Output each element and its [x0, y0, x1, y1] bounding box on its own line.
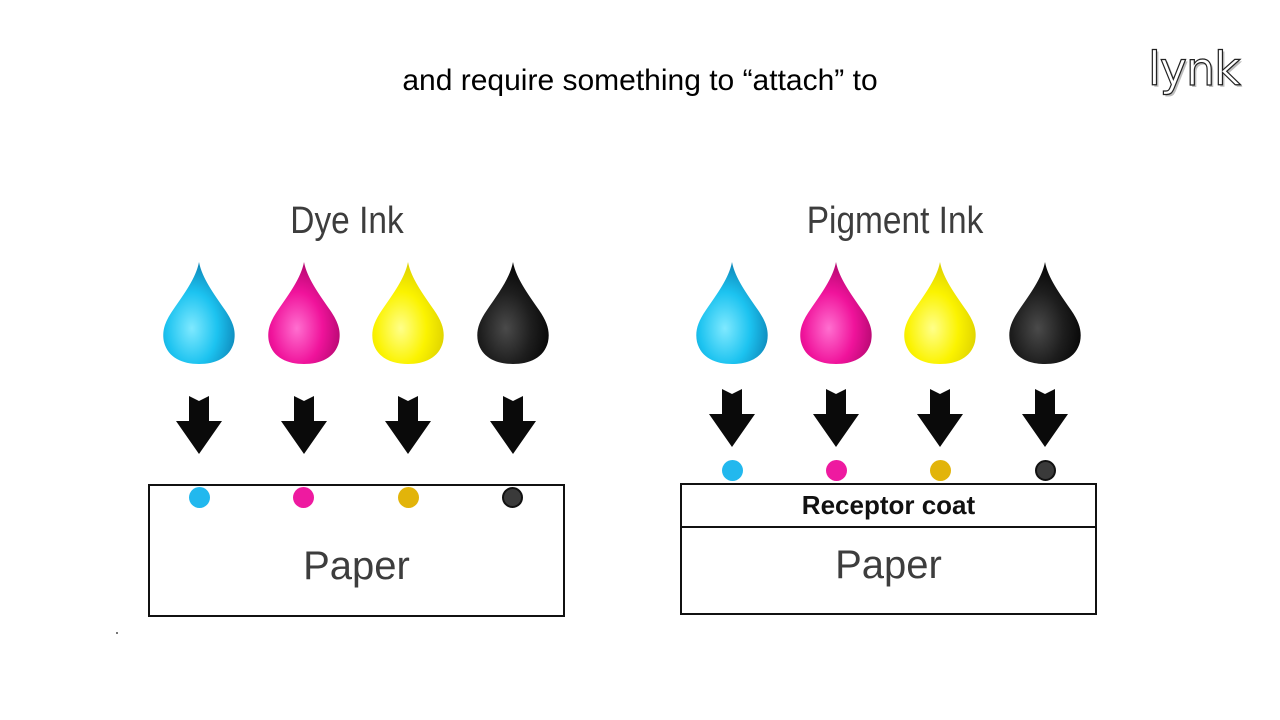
paper-label: Paper — [303, 544, 410, 588]
pigment-ink-heading: Pigment Ink — [806, 200, 984, 242]
ink-drop-icon — [371, 260, 445, 366]
ink-drop-icon — [1008, 260, 1082, 366]
ink-drop-icon — [695, 260, 769, 366]
paper-label: Paper — [835, 543, 942, 587]
ink-drop-icon — [903, 260, 977, 366]
down-arrow-icon — [281, 396, 327, 454]
black-ink-dot — [502, 487, 523, 508]
yellow-ink-dot — [398, 487, 419, 508]
paper-box: Paper — [148, 484, 565, 617]
paper-box: Receptor coat Paper — [680, 483, 1097, 615]
down-arrow-icon — [709, 389, 755, 447]
ink-drop-icon — [476, 260, 550, 366]
down-arrow-icon — [385, 396, 431, 454]
cyan-ink-dot — [722, 460, 743, 481]
ink-drop-icon — [267, 260, 341, 366]
down-arrow-icon — [176, 396, 222, 454]
down-arrow-icon — [1022, 389, 1068, 447]
dye-ink-heading: Dye Ink — [290, 200, 404, 242]
lynk-logo: lynk — [1147, 41, 1241, 96]
magenta-ink-dot — [293, 487, 314, 508]
down-arrow-icon — [917, 389, 963, 447]
artifact-speck — [116, 632, 118, 634]
yellow-ink-dot — [930, 460, 951, 481]
cyan-ink-dot — [189, 487, 210, 508]
down-arrow-icon — [813, 389, 859, 447]
receptor-coat-layer: Receptor coat — [682, 485, 1095, 528]
ink-drop-icon — [162, 260, 236, 366]
down-arrow-icon — [490, 396, 536, 454]
ink-drop-icon — [799, 260, 873, 366]
slide-title: and require something to “attach” to — [402, 64, 878, 97]
magenta-ink-dot — [826, 460, 847, 481]
black-ink-dot — [1035, 460, 1056, 481]
